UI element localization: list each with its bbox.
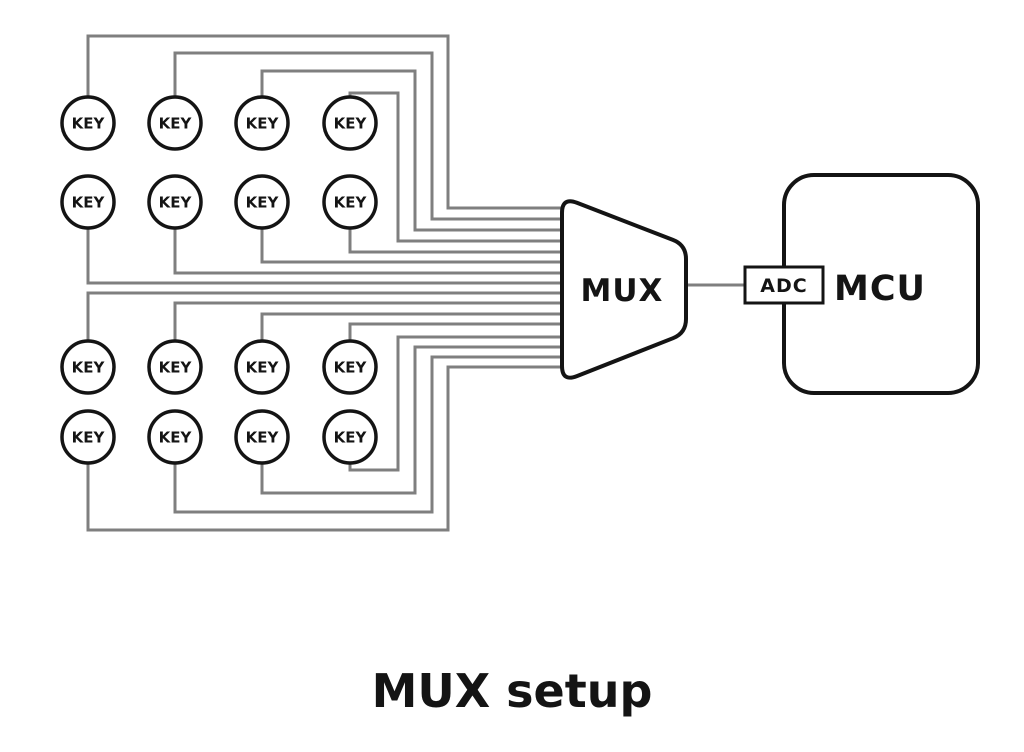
key-signal-wire: [86, 228, 566, 285]
key: KEY: [322, 409, 378, 465]
key-circle: [60, 339, 116, 395]
key-label: KEY: [246, 194, 280, 212]
key: KEY: [147, 95, 203, 151]
adc-label: ADC: [760, 275, 807, 297]
key-signal-wire: [173, 228, 566, 275]
key: KEY: [322, 95, 378, 151]
key-label: KEY: [334, 115, 368, 133]
key-circle: [234, 174, 290, 230]
key-circle: [234, 95, 290, 151]
key-circle: [322, 95, 378, 151]
key-signal-wire: [260, 312, 566, 341]
key-circle: [147, 409, 203, 465]
key-signal-wire: [86, 34, 566, 210]
key-circle: [147, 95, 203, 151]
key-signal-wire: [260, 69, 566, 232]
key-circle: [234, 339, 290, 395]
wires-layer: [86, 34, 746, 532]
key-signal-wire: [260, 345, 566, 495]
mux-label: MUX: [581, 273, 664, 309]
key-label: KEY: [246, 115, 280, 133]
diagram-title: MUX setup: [372, 664, 653, 718]
key-label: KEY: [72, 359, 106, 377]
key-signal-wire: [173, 51, 566, 221]
key-signal-wire: [260, 228, 566, 264]
key-label: KEY: [72, 115, 106, 133]
key: KEY: [322, 174, 378, 230]
key-signal-wire: [173, 301, 566, 341]
mcu-label: MCU: [834, 269, 926, 309]
key-signal-wire: [86, 291, 566, 341]
key-label: KEY: [334, 194, 368, 212]
key-signal-wire: [348, 335, 566, 472]
key-circle: [60, 409, 116, 465]
key-label: KEY: [334, 359, 368, 377]
key: KEY: [60, 174, 116, 230]
key-circle: [60, 95, 116, 151]
key-signal-wire: [173, 355, 566, 514]
key-circle: [147, 339, 203, 395]
key: KEY: [234, 95, 290, 151]
key-circle: [147, 174, 203, 230]
key-label: KEY: [159, 429, 193, 447]
key-label: KEY: [159, 194, 193, 212]
adc-shape: [743, 265, 825, 305]
key: KEY: [322, 339, 378, 395]
key-label: KEY: [72, 194, 106, 212]
key: KEY: [147, 409, 203, 465]
mux-shape: [560, 199, 688, 380]
key-label: KEY: [334, 429, 368, 447]
key-label: KEY: [246, 359, 280, 377]
key-circle: [322, 339, 378, 395]
key: KEY: [60, 409, 116, 465]
key-label: KEY: [246, 429, 280, 447]
key: KEY: [234, 174, 290, 230]
key-signal-wire: [348, 322, 566, 341]
key-circle: [60, 174, 116, 230]
key-circle: [322, 174, 378, 230]
key: KEY: [234, 409, 290, 465]
key-label: KEY: [72, 429, 106, 447]
keys-layer: KEY KEY KEY KEY KEY KEY KEY KEY KEY KEY KEY KEY KEY K…: [60, 95, 378, 465]
key: KEY: [234, 339, 290, 395]
key: KEY: [60, 339, 116, 395]
key-signal-wire: [348, 91, 566, 243]
key-signal-wire: [86, 365, 566, 532]
key-label: KEY: [159, 115, 193, 133]
key-signal-wire: [348, 228, 566, 254]
key-label: KEY: [159, 359, 193, 377]
key-circle: [322, 409, 378, 465]
key-circle: [234, 409, 290, 465]
key: KEY: [147, 339, 203, 395]
key: KEY: [147, 174, 203, 230]
key: KEY: [60, 95, 116, 151]
